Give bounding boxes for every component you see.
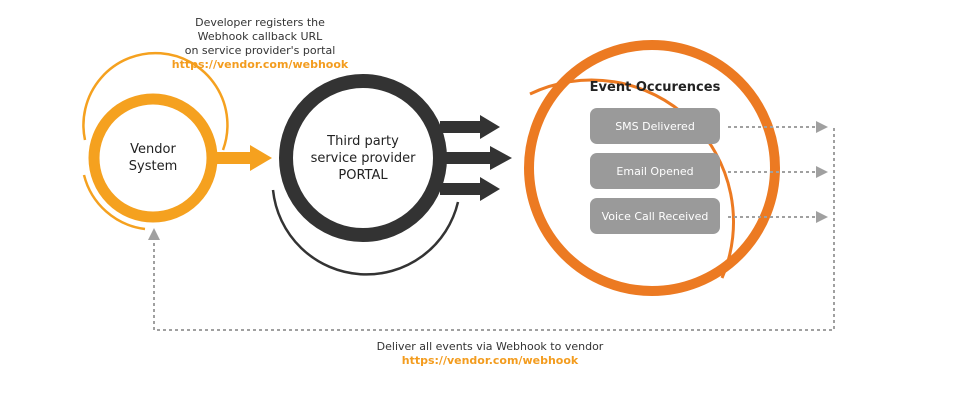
portal-outer-arc bbox=[271, 189, 460, 276]
top-note-line3: on service provider's portal bbox=[184, 44, 336, 57]
vendor-label: Vendor System bbox=[103, 141, 203, 175]
event-email-opened[interactable]: Email Opened bbox=[590, 153, 720, 189]
portal-label-line2: service provider bbox=[310, 151, 416, 166]
event-dotted-arrows bbox=[153, 126, 835, 331]
vendor-outer-arc-bottom bbox=[82, 174, 146, 231]
vendor-to-portal-arrow bbox=[216, 145, 272, 171]
arrow-1 bbox=[440, 121, 482, 133]
vendor-label-line1: Vendor bbox=[130, 142, 176, 157]
bottom-note-url[interactable]: https://vendor.com/webhook bbox=[401, 354, 579, 367]
bottom-note-line1: Deliver all events via Webhook to vendor bbox=[376, 340, 604, 353]
top-note: Developer registers the Webhook callback… bbox=[150, 16, 370, 72]
top-note-line2: Webhook callback URL bbox=[197, 30, 323, 43]
vendor-ring bbox=[88, 93, 218, 223]
arrow-3 bbox=[440, 183, 482, 195]
return-path bbox=[153, 128, 835, 331]
arrowhead-voice bbox=[816, 211, 828, 223]
arrowhead-vendor bbox=[148, 228, 160, 240]
vendor-label-line2: System bbox=[128, 159, 178, 174]
portal-to-events-arrows bbox=[440, 115, 512, 201]
vendor-outer-arc bbox=[82, 51, 229, 151]
arrowheads bbox=[148, 121, 828, 240]
bottom-note: Deliver all events via Webhook to vendor… bbox=[340, 340, 640, 368]
portal-label-line1: Third party bbox=[327, 134, 399, 149]
top-note-line1: Developer registers the bbox=[195, 16, 325, 29]
event-sms-delivered[interactable]: SMS Delivered bbox=[590, 108, 720, 144]
portal-ring bbox=[279, 74, 447, 242]
top-note-url[interactable]: https://vendor.com/webhook bbox=[171, 58, 349, 71]
portal-label: Third party service provider PORTAL bbox=[303, 133, 423, 184]
portal-node[interactable] bbox=[271, 74, 460, 276]
portal-label-line3: PORTAL bbox=[338, 168, 388, 183]
events-title: Event Occurences bbox=[589, 80, 721, 95]
event-voice-call-received[interactable]: Voice Call Received bbox=[590, 198, 720, 234]
arrow-2 bbox=[442, 152, 492, 164]
vendor-node[interactable] bbox=[82, 51, 229, 231]
arrowhead-sms bbox=[816, 121, 828, 133]
arrowhead-email bbox=[816, 166, 828, 178]
